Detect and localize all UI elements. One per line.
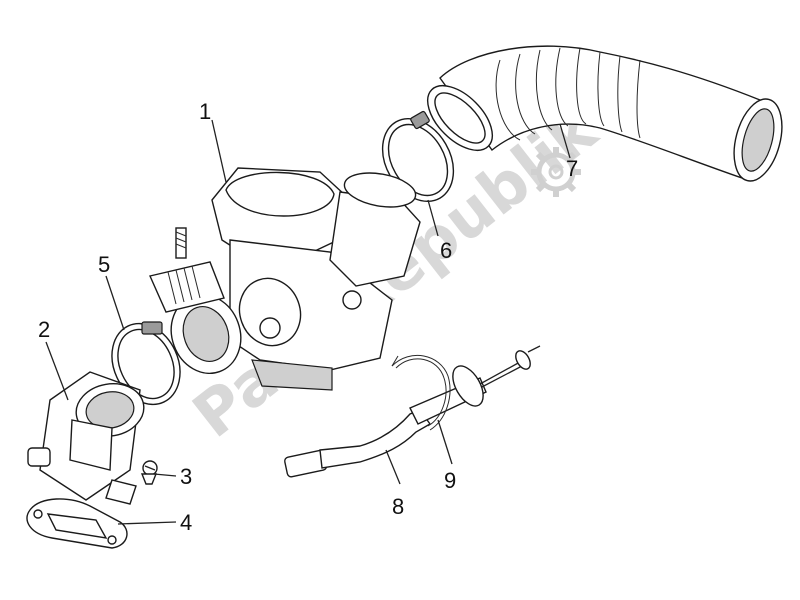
- intake-manifold: [27, 371, 145, 505]
- carburettor: [149, 167, 421, 391]
- callouts: 1 2 3 4 5 6 7 8 9: [38, 99, 578, 535]
- callout-9: 9: [444, 468, 456, 493]
- spring-clip: [391, 355, 451, 431]
- callout-4: 4: [180, 510, 192, 535]
- choke-cable-rod: [284, 345, 541, 478]
- callout-7: 7: [566, 156, 578, 181]
- callout-8: 8: [392, 494, 404, 519]
- gear-icon: [531, 147, 581, 197]
- intake-hose: [427, 45, 783, 182]
- callout-2: 2: [38, 317, 50, 342]
- callout-1: 1: [199, 99, 211, 124]
- gasket: [26, 498, 128, 549]
- callout-5: 5: [98, 252, 110, 277]
- bolt: [140, 460, 158, 485]
- callout-6: 6: [440, 238, 452, 263]
- leader-lines: [45, 119, 571, 525]
- callout-3: 3: [180, 464, 192, 489]
- hose-clamp-small: [111, 321, 181, 406]
